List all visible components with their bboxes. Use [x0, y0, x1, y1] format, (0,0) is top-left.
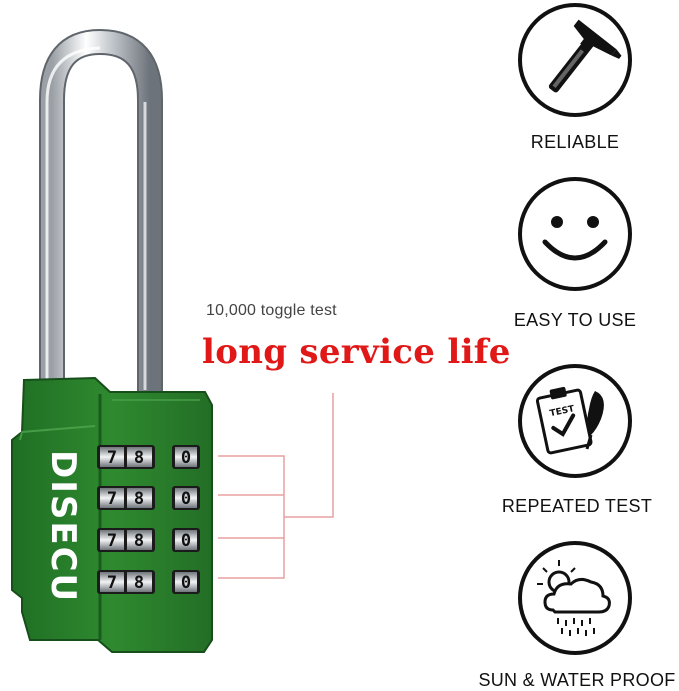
dial-2-mid-digit[interactable]: 8: [134, 489, 144, 509]
feature-label-reliable: RELIABLE: [530, 132, 620, 152]
shackle: [39, 28, 163, 392]
dial-2-left-digit[interactable]: 7: [107, 489, 117, 509]
smiley-icon: [518, 177, 632, 291]
toggle-test-text: 10,000 toggle test: [206, 302, 337, 319]
dial-2-right-digit[interactable]: 0: [181, 489, 191, 509]
dial-1-right-digit[interactable]: 0: [181, 448, 191, 468]
dial-4-mid-digit[interactable]: 8: [134, 573, 144, 593]
feature-label-sun-water-proof: SUN & WATER PROOF: [478, 670, 676, 690]
hammer-icon: [518, 3, 632, 117]
weather-icon: [518, 541, 632, 655]
dial-3-right-digit[interactable]: 0: [181, 531, 191, 551]
feature-label-repeated-test: REPEATED TEST: [501, 496, 653, 516]
callout-lines: [218, 393, 334, 579]
dial-windows: [97, 445, 200, 594]
brand-logo: DISECU: [43, 450, 83, 603]
dial-4-right-digit[interactable]: 0: [181, 573, 191, 593]
lock-body: [11, 376, 213, 653]
dial-4-left-digit[interactable]: 7: [107, 573, 117, 593]
test-clipboard-icon: TEST: [518, 364, 632, 478]
dial-3-mid-digit[interactable]: 8: [134, 531, 144, 551]
service-life-headline: long service life: [202, 332, 511, 372]
feature-label-easy-to-use: EASY TO USE: [513, 310, 637, 330]
dial-1-mid-digit[interactable]: 8: [134, 448, 144, 468]
dial-1-left-digit[interactable]: 7: [107, 448, 117, 468]
dial-3-left-digit[interactable]: 7: [107, 531, 117, 551]
